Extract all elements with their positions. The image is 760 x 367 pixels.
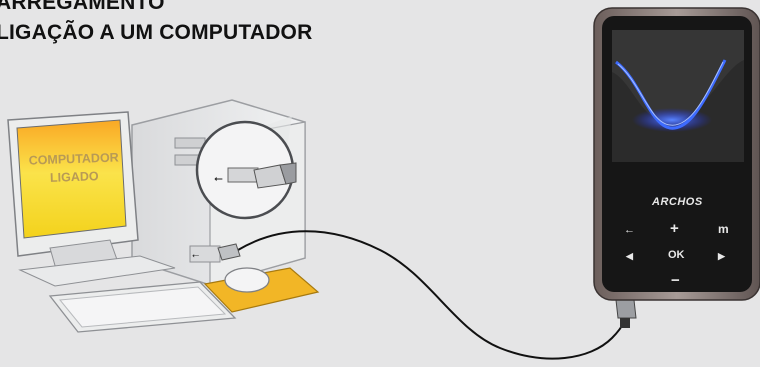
plus-button[interactable]: + [670, 220, 679, 237]
usb-icon: ⭠ [214, 172, 223, 185]
usb-port-zoom: ⭠ [195, 116, 297, 220]
minus-button[interactable]: − [671, 272, 680, 289]
mouse-and-pad [203, 267, 320, 313]
media-player [593, 7, 760, 301]
heading-line-1: ARREGAMENTO [0, 0, 165, 14]
usb-cable-icon [217, 243, 637, 328]
computer-monitor [7, 111, 176, 287]
back-button[interactable]: ← [624, 224, 635, 236]
heading-line-2: LIGAÇÃO A UM COMPUTADOR [0, 21, 313, 44]
left-button[interactable]: ◀ [626, 251, 633, 261]
ok-button[interactable]: OK [668, 249, 685, 261]
keyboard [48, 281, 237, 333]
monitor-line-1: COMPUTADOR [28, 150, 119, 168]
right-button[interactable]: ▶ [718, 251, 725, 261]
menu-button[interactable]: m [718, 222, 729, 236]
svg-text:⭠: ⭠ [192, 251, 199, 261]
monitor-screen-text: COMPUTADOR LIGADO [21, 148, 126, 188]
page-heading: ARREGAMENTO LIGAÇÃO A UM COMPUTADOR [0, 0, 312, 48]
player-brand: ARCHOS [652, 196, 703, 208]
monitor-line-2: LIGADO [49, 169, 99, 185]
usb-cable [237, 230, 629, 360]
